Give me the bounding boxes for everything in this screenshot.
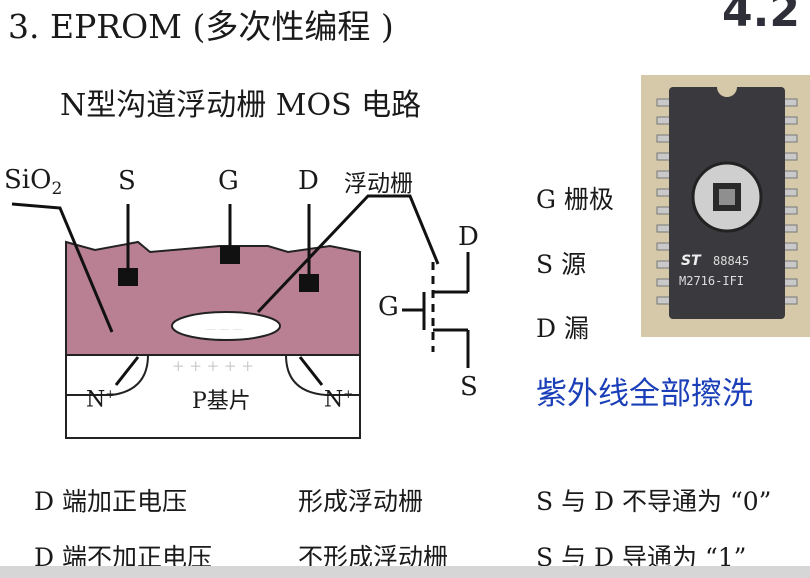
n-left-pointer	[114, 356, 140, 386]
n-right-pointer	[298, 356, 324, 386]
floating-gate-label: 浮动栅	[344, 171, 413, 197]
legend-gate: G 栅极	[536, 185, 614, 214]
source-label: S	[118, 166, 136, 196]
chip-part-number: M2716-IFI	[679, 274, 744, 288]
n-region-left	[66, 354, 150, 396]
row-1-result: S 与 D 不导通为 “0”	[536, 487, 772, 516]
drain-label: D	[298, 166, 319, 196]
sio2-pointer	[11, 202, 114, 333]
symbol-drain-label: D	[458, 222, 479, 252]
symbol-source-label: S	[460, 372, 478, 402]
legend-drain: D 漏	[536, 314, 589, 343]
slide-title: 3. EPROM (多次性编程 )	[8, 7, 394, 46]
bottom-bar	[0, 566, 810, 578]
source-contact	[118, 268, 138, 286]
n-right-label: N+	[324, 387, 354, 413]
mos-cross-section: + + + + + — — —	[11, 194, 470, 439]
gate-contact	[220, 246, 240, 264]
svg-text:ST: ST	[681, 253, 702, 269]
row-1-effect: 形成浮动栅	[298, 487, 424, 516]
sio2-label: SiO2	[4, 165, 63, 200]
floating-gate	[171, 311, 281, 341]
n-left-label: N+	[86, 387, 116, 413]
floating-gate-charges: — — —	[206, 324, 242, 335]
legend-source: S 源	[536, 250, 587, 279]
gate-label: G	[218, 166, 239, 196]
mosfet-symbol	[402, 252, 470, 368]
channel-charges-plus: + + + + +	[172, 357, 254, 375]
drain-contact	[299, 274, 319, 292]
floating-gate-pointer	[256, 194, 440, 314]
eprom-chip-photo: ST 88845 M2716-IFI	[641, 75, 810, 337]
p-substrate-label: P基片	[192, 389, 251, 414]
n-region-right	[285, 354, 360, 396]
slide-number: 4.2	[722, 0, 800, 37]
chip-code: 88845	[713, 254, 749, 268]
uv-erase-note: 紫外线全部擦洗	[536, 376, 753, 412]
row-1-condition: D 端加正电压	[34, 487, 187, 516]
symbol-gate-label: G	[378, 292, 399, 322]
diagram-subtitle: N型沟道浮动栅 MOS 电路	[60, 88, 422, 123]
